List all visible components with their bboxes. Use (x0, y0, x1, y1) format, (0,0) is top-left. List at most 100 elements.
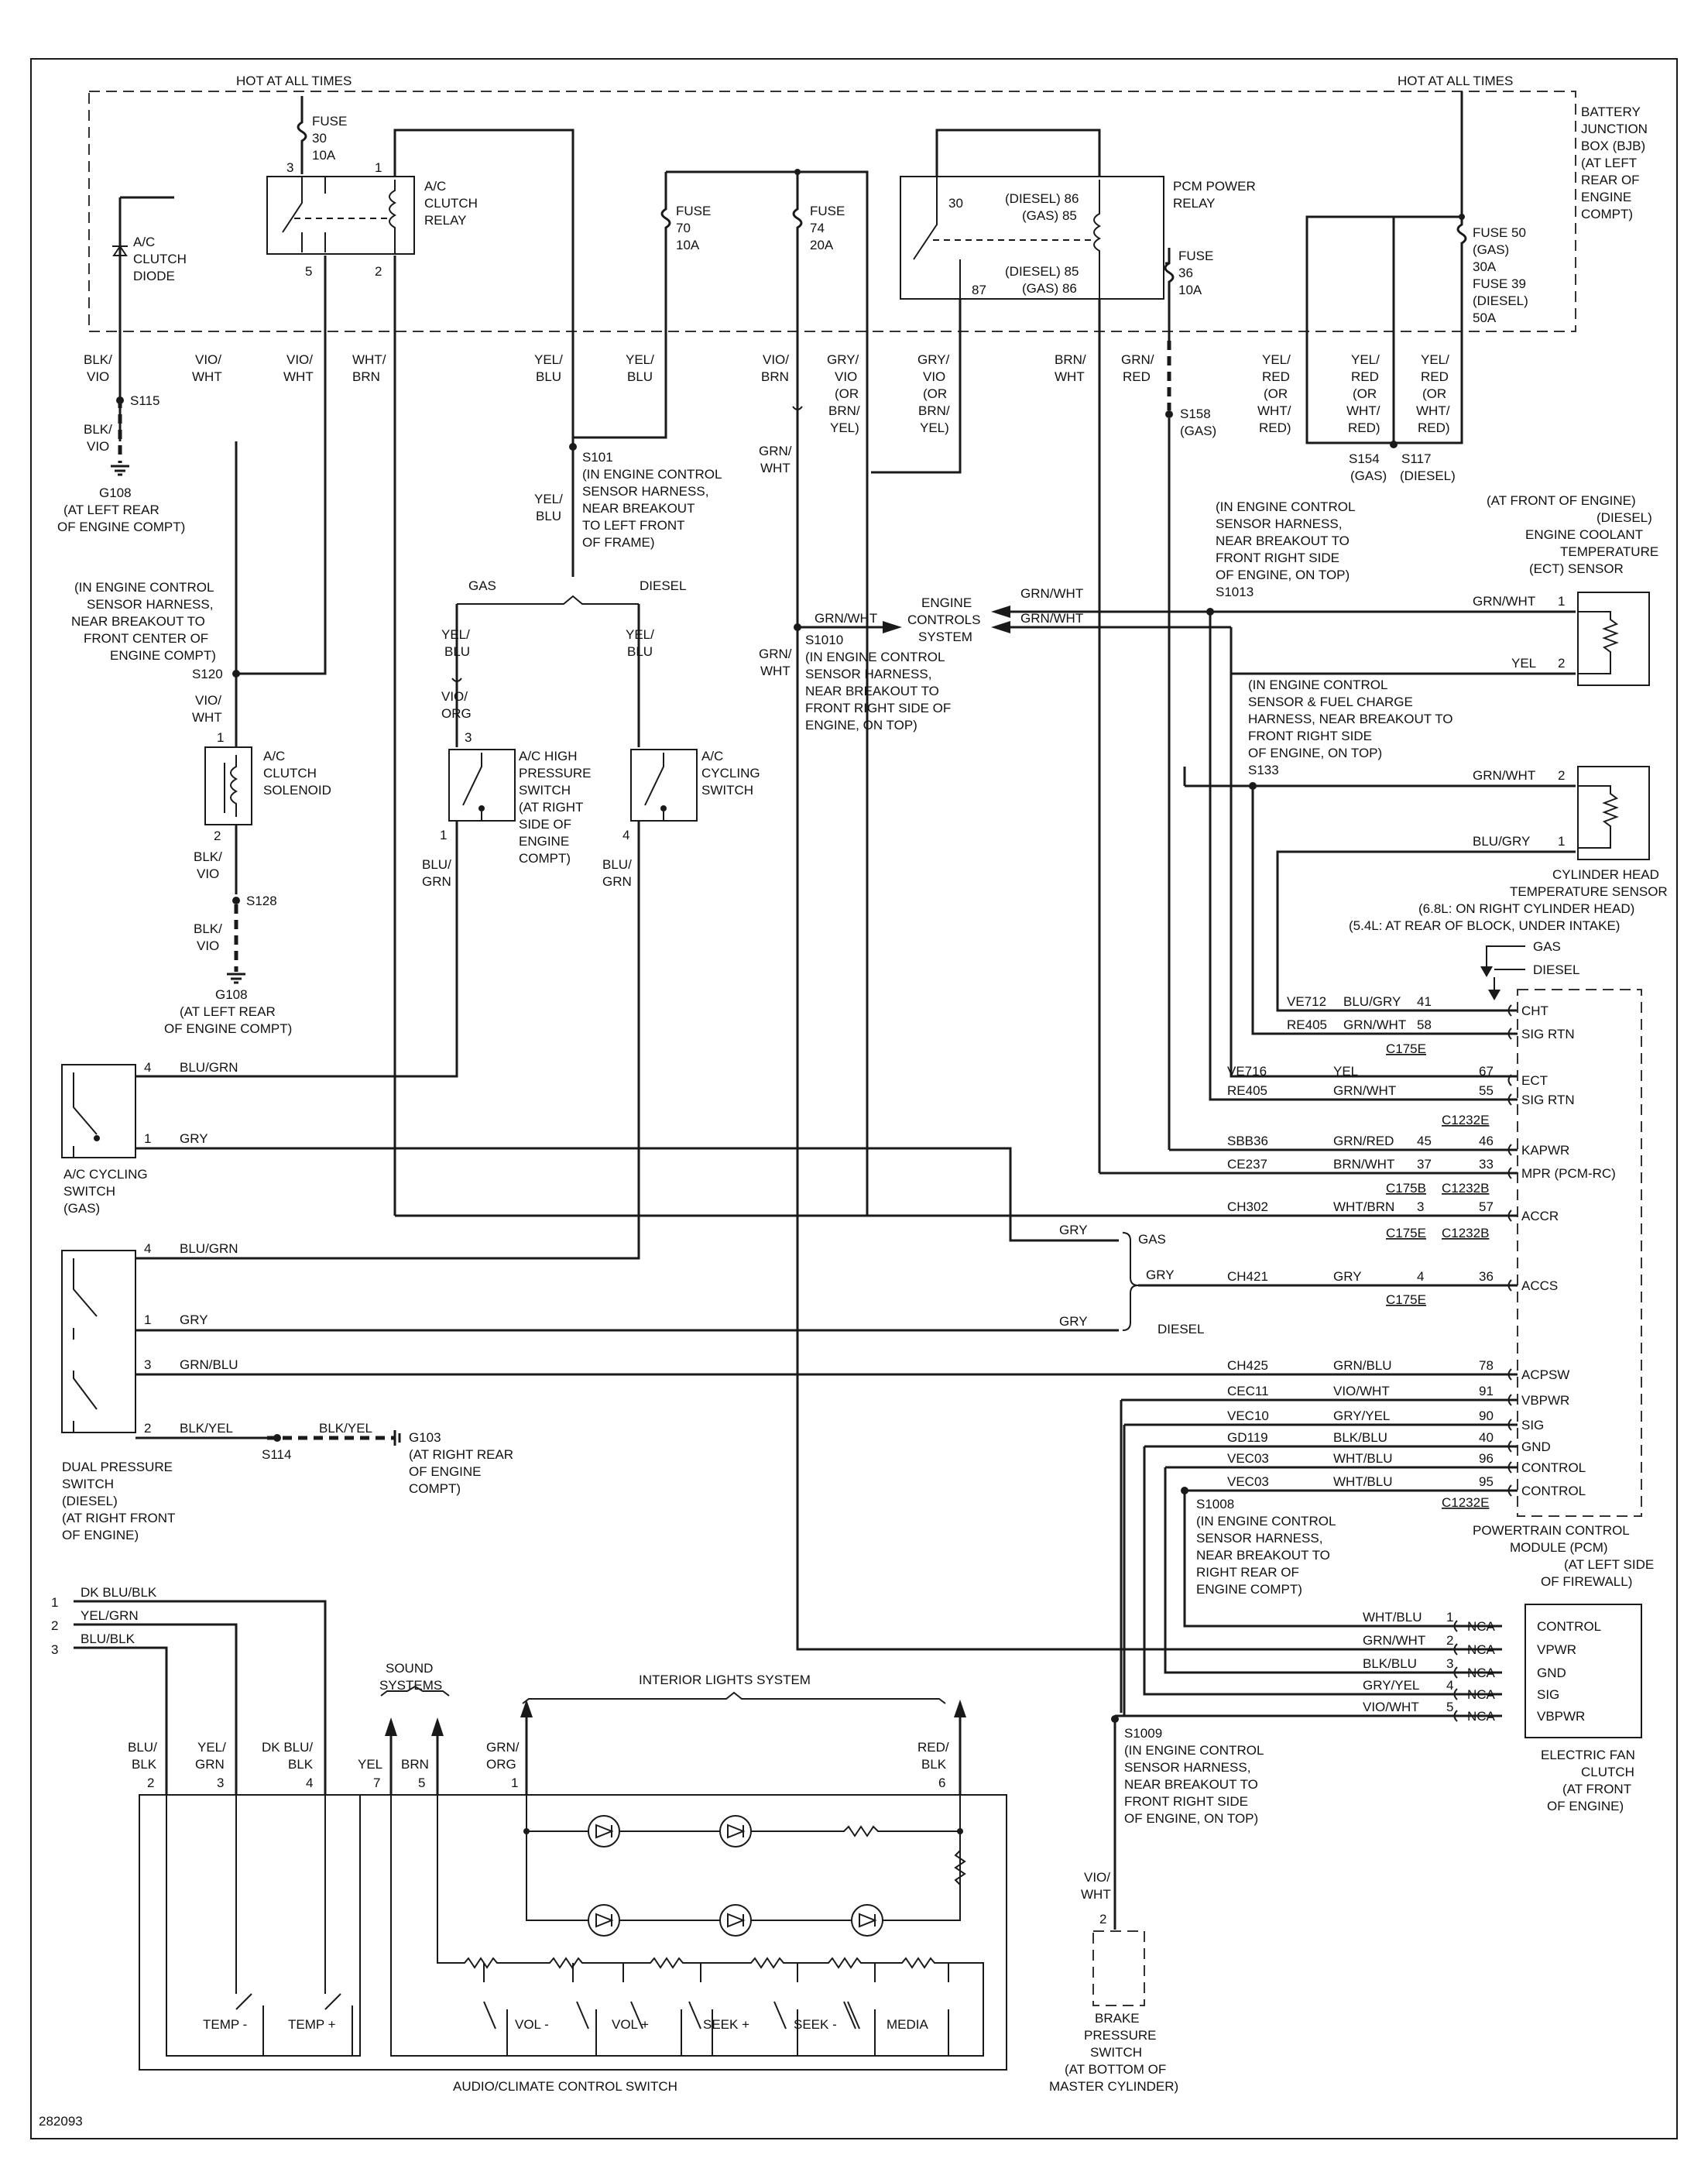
svg-text:BLU/GRY: BLU/GRY (1343, 994, 1401, 1009)
svg-text:BLU: BLU (627, 369, 653, 384)
svg-text:WHT: WHT (283, 369, 314, 384)
svg-text:SWITCH: SWITCH (63, 1184, 115, 1199)
svg-text:3: 3 (1417, 1199, 1424, 1214)
svg-text:VIO/: VIO/ (286, 352, 313, 367)
ect-w1: GRN/WHT (1473, 594, 1535, 609)
vol-plus-label: VOL + (612, 2017, 649, 2032)
svg-text:WHT: WHT (192, 369, 222, 384)
svg-text:(IN ENGINE CONTROL: (IN ENGINE CONTROL (74, 580, 214, 595)
vio-wht-3b: WHT (192, 710, 222, 725)
svg-text:2: 2 (1446, 1633, 1453, 1648)
svg-text:ACCR: ACCR (1521, 1209, 1559, 1223)
svg-text:YEL): YEL) (830, 420, 859, 435)
svg-text:C1232B: C1232B (1442, 1181, 1489, 1196)
blu-grn-2b: GRN (602, 874, 632, 889)
dps-w4: BLU/GRN (180, 1241, 238, 1256)
ect-p2: 2 (1558, 656, 1565, 671)
svg-text:BRN/: BRN/ (828, 403, 860, 418)
svg-text:BLU: BLU (536, 369, 561, 384)
svg-text:RE405: RE405 (1227, 1083, 1267, 1098)
svg-text:CYCLING: CYCLING (701, 766, 760, 781)
svg-text:50A: 50A (1473, 311, 1497, 325)
svg-text:YEL/: YEL/ (534, 352, 563, 367)
svg-text:YEL: YEL (358, 1757, 382, 1772)
svg-text:FRONT RIGHT SIDE OF: FRONT RIGHT SIDE OF (805, 701, 951, 715)
svg-text:(OR: (OR (1264, 386, 1288, 401)
svg-text:(ECT) SENSOR: (ECT) SENSOR (1529, 561, 1624, 576)
svg-text:GD119: GD119 (1227, 1430, 1268, 1445)
svg-text:VE712: VE712 (1287, 994, 1326, 1009)
svg-text:RED): RED) (1259, 420, 1291, 435)
svg-text:RED): RED) (1348, 420, 1380, 435)
diagram-id: 282093 (39, 2114, 83, 2129)
svg-text:41: 41 (1417, 994, 1432, 1009)
svg-text:(OR: (OR (835, 386, 859, 401)
svg-text:WHT/: WHT/ (1346, 403, 1380, 418)
top-wire-labels: BLK/VIO VIO/WHT VIO/WHT WHT/BRN YEL/BLU … (84, 352, 1450, 435)
grn-wht-b: GRN/WHT (1020, 611, 1083, 626)
svg-text:HARNESS, NEAR BREAKOUT TO: HARNESS, NEAR BREAKOUT TO (1248, 712, 1453, 726)
svg-text:C1232E: C1232E (1442, 1495, 1489, 1510)
s158-label: S158(GAS) (1180, 407, 1216, 438)
svg-text:NEAR BREAKOUT TO: NEAR BREAKOUT TO (1196, 1548, 1330, 1563)
svg-text:55: 55 (1479, 1083, 1494, 1098)
svg-text:YEL/: YEL/ (626, 352, 654, 367)
svg-text:SENSOR HARNESS,: SENSOR HARNESS, (1196, 1531, 1322, 1546)
svg-text:2: 2 (147, 1776, 154, 1790)
svg-text:(IN ENGINE CONTROL: (IN ENGINE CONTROL (805, 650, 945, 664)
acsw-gas-p4: 4 (144, 1060, 151, 1075)
svg-text:VE716: VE716 (1227, 1064, 1267, 1079)
svg-text:CLUTCH: CLUTCH (133, 252, 187, 266)
pcm-power-relay (900, 176, 1164, 300)
svg-text:CONTROL: CONTROL (1537, 1619, 1601, 1634)
svg-text:NEAR BREAKOUT TO: NEAR BREAKOUT TO (71, 614, 205, 629)
svg-text:(5.4L: AT REAR OF BLOCK, UNDER: (5.4L: AT REAR OF BLOCK, UNDER INTAKE) (1349, 918, 1620, 933)
svg-text:(AT RIGHT REAR: (AT RIGHT REAR (409, 1447, 513, 1462)
svg-text:VEC03: VEC03 (1227, 1451, 1269, 1466)
pcm-gas: GAS (1533, 939, 1561, 954)
grn-wht-a: GRN/WHT (1020, 586, 1083, 601)
svg-text:(DIESEL): (DIESEL) (1473, 293, 1528, 308)
ac-clutch-relay (266, 176, 415, 255)
svg-text:BRN/: BRN/ (918, 403, 950, 418)
s154-label: S154(GAS) (1349, 451, 1387, 483)
svg-text:VBPWR: VBPWR (1537, 1709, 1585, 1724)
led-icon (719, 1815, 752, 1848)
svg-text:JUNCTION: JUNCTION (1581, 122, 1648, 136)
blk-vio-b2: VIO (87, 439, 109, 454)
dps-w2: BLK/YEL (180, 1421, 233, 1436)
svg-text:10A: 10A (676, 238, 700, 252)
svg-text:NCA: NCA (1467, 1642, 1496, 1657)
svg-text:37: 37 (1417, 1157, 1432, 1172)
svg-text:YEL/: YEL/ (197, 1740, 226, 1755)
svg-text:GRN/WHT: GRN/WHT (1343, 1017, 1406, 1032)
svg-text:RE405: RE405 (1287, 1017, 1327, 1032)
svg-text:20A: 20A (810, 238, 834, 252)
svg-text:(AT RIGHT: (AT RIGHT (519, 800, 583, 815)
led-icon (588, 1904, 620, 1937)
svg-text:TO LEFT FRONT: TO LEFT FRONT (582, 518, 685, 533)
svg-text:33: 33 (1479, 1157, 1494, 1172)
svg-text:S1009: S1009 (1124, 1726, 1162, 1741)
svg-text:VPWR: VPWR (1537, 1642, 1576, 1657)
svg-text:SYSTEMS: SYSTEMS (379, 1678, 442, 1693)
svg-text:OF ENGINE, ON TOP): OF ENGINE, ON TOP) (1248, 746, 1382, 760)
svg-text:GRY/: GRY/ (917, 352, 950, 367)
svg-text:1: 1 (51, 1595, 58, 1610)
relay-pin-1: 1 (375, 160, 382, 175)
svg-text:RED/: RED/ (917, 1740, 949, 1755)
svg-text:(AT LEFT SIDE: (AT LEFT SIDE (1564, 1557, 1654, 1572)
